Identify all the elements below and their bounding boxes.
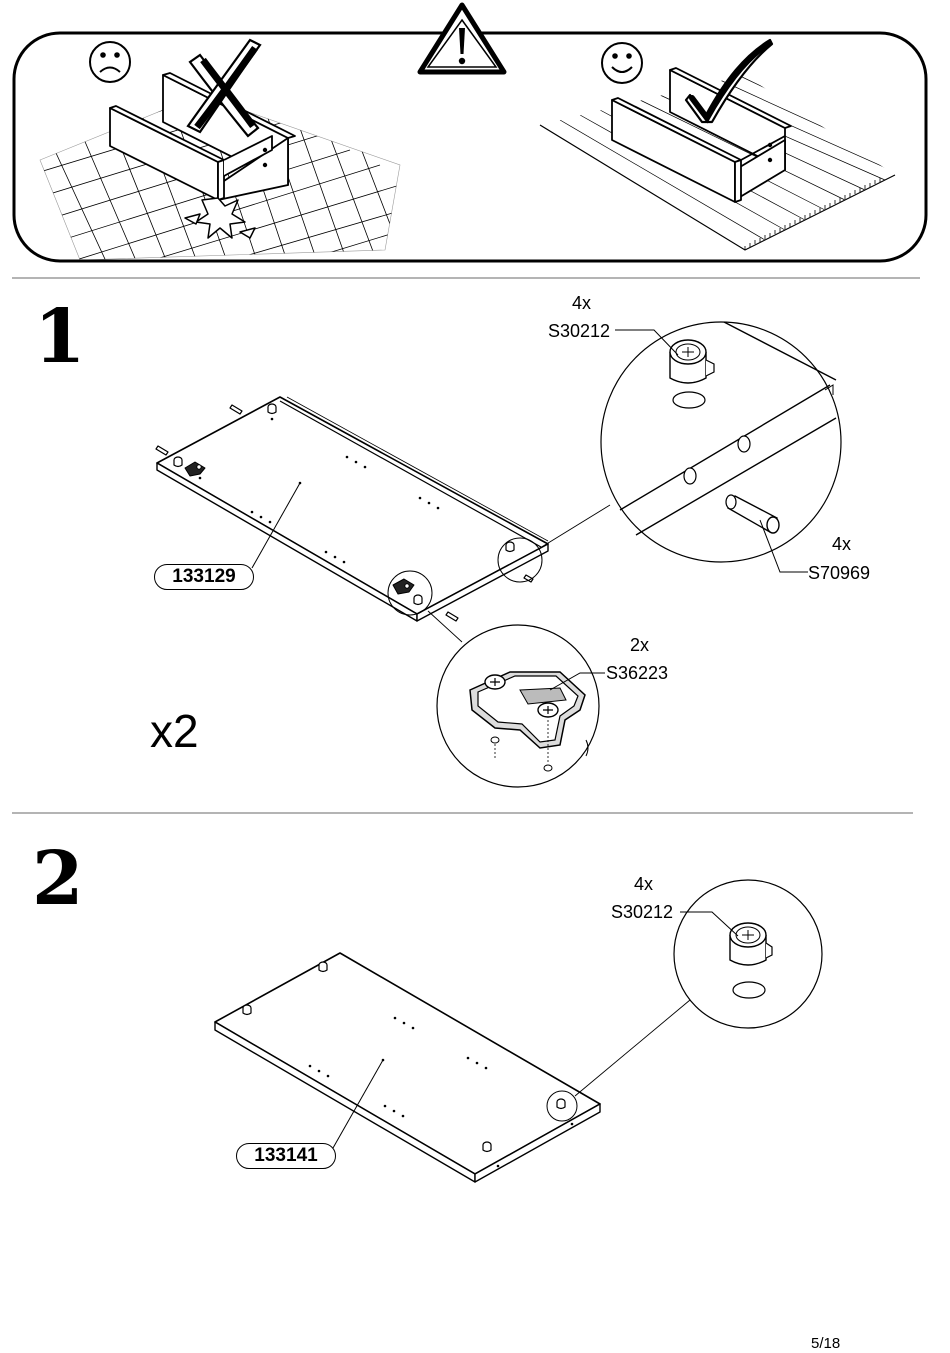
callout-part-dowel: S70969 <box>808 563 871 583</box>
callout-part-cam-lock-2: S30212 <box>611 902 674 922</box>
warning-panel <box>12 2 928 263</box>
smiley-face-icon <box>601 42 643 84</box>
callout-part-cam-lock: S30212 <box>548 321 611 341</box>
cam-lock-icon <box>669 339 715 384</box>
step2-panel-drawing <box>214 952 601 1183</box>
step-2-part-number: 133141 <box>236 1143 336 1169</box>
callout-qty-dowel: 4x <box>832 534 852 554</box>
break-burst-icon <box>184 197 256 239</box>
check-mark-icon <box>684 38 774 124</box>
hinge-plate-icon <box>469 671 586 749</box>
step-1-number: 1 <box>34 294 86 380</box>
drawer-box-bad <box>109 72 296 201</box>
callout-qty-cam-lock-2: 4x <box>634 874 654 894</box>
callout-qty-cam-lock: 4x <box>572 293 592 313</box>
drawer-box-good <box>611 67 792 203</box>
callout-qty-hinge: 2x <box>630 635 650 655</box>
callout-part-hinge: S36223 <box>606 663 669 683</box>
step1-detail-hinge <box>427 610 605 788</box>
step1-panel-drawing <box>155 396 549 622</box>
step-1-multiplier: x2 <box>150 705 199 757</box>
step2-detail-cam <box>574 879 823 1097</box>
cam-lock-icon <box>729 922 773 966</box>
step-2-number: 2 <box>32 836 84 922</box>
step1-detail-cam-dowel <box>539 321 842 573</box>
step-1-part-number: 133129 <box>154 564 254 590</box>
dowel-icon <box>725 494 780 534</box>
sad-face-icon <box>89 41 131 83</box>
warning-triangle-icon <box>417 2 507 75</box>
page-number: 5/18 <box>811 1335 841 1352</box>
cross-mark-icon <box>186 38 262 138</box>
